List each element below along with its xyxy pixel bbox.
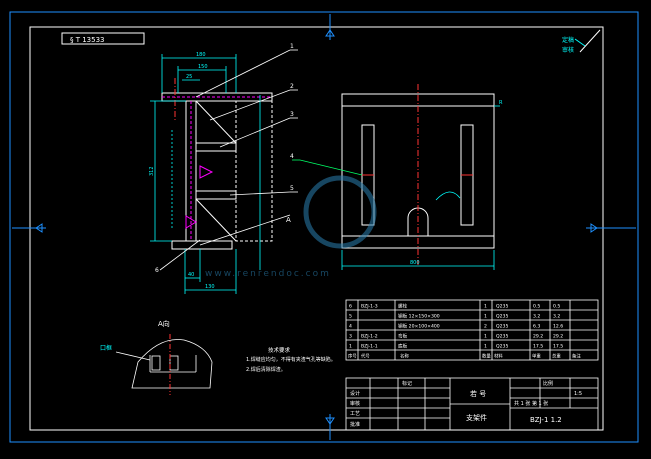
bom-header-cell: 序号: [348, 353, 357, 360]
top-left-stamp-box: [61, 32, 145, 45]
side-outline: [341, 93, 495, 249]
title-block: [345, 377, 599, 431]
bom-cell-no: 4: [349, 324, 352, 330]
dim-side-width: 800: [410, 260, 420, 266]
bom-header-cell: 备注: [572, 353, 581, 360]
title-scale: 1:5: [574, 391, 582, 397]
bom-cell-w2: 3.2: [553, 314, 560, 320]
bom-cell-qty: 2: [484, 324, 487, 330]
callout-4: 4: [290, 153, 294, 160]
front-rib-upper: [195, 142, 237, 152]
watermark: www.renrendoc.com: [205, 175, 377, 279]
bom-cell-no: 3: [349, 334, 352, 340]
bom-cell-code: BZJ-1-3: [361, 304, 378, 310]
dim-front-left-height: 312: [149, 166, 155, 176]
top-right-tag-1: 定稿: [562, 36, 574, 44]
bom-cell-material: Q235: [496, 324, 508, 330]
bom-table: [345, 299, 599, 361]
bom-cell-w1: 6.3: [533, 324, 540, 330]
dim-side-right: R: [499, 100, 503, 106]
callout-2: 2: [290, 83, 294, 90]
detail-view-label: A向: [158, 319, 170, 328]
dim-front-small: 25: [186, 74, 192, 80]
title-row-label-1: 设计: [350, 390, 360, 397]
bom-cell-no: 5: [349, 314, 352, 320]
bom-cell-w2: 29.2: [553, 334, 563, 340]
title-row-label-2: 审核: [350, 400, 360, 407]
bom-cell-w2: 12.6: [553, 324, 563, 330]
front-bottom-plate: [171, 240, 233, 250]
title-company: 若 号: [470, 389, 486, 398]
bom-cell-material: Q235: [496, 344, 508, 350]
bom-cell-qty: 1: [484, 314, 487, 320]
bom-cell-name: 螺栓: [398, 303, 408, 310]
bom-cell-code: BZJ-1-2: [361, 334, 378, 340]
bom-header-cell: 材料: [494, 353, 503, 360]
bom-header-cell: 单重: [532, 353, 541, 360]
bom-cell-w1: 0.5: [533, 304, 540, 310]
dim-front-bottom: 130: [205, 284, 215, 290]
top-left-stamp: § T 13533: [70, 36, 105, 44]
detail-callout: 口框: [100, 344, 112, 352]
callout-6: 6: [155, 267, 159, 274]
tech-notes-title: 技术要求: [268, 346, 291, 354]
section-label-a: A: [286, 216, 291, 224]
bom-cell-material: Q235: [496, 304, 508, 310]
bom-header-cell: 总重: [552, 353, 561, 360]
bom-cell-no: 1: [349, 344, 352, 350]
frame-center-marks: [12, 14, 636, 440]
bom-cell-qty: 1: [484, 304, 487, 310]
detail-callout-leader: [115, 351, 151, 361]
callout-1: 1: [290, 43, 294, 50]
title-drawing-name: 支架件: [466, 413, 487, 422]
front-weld-mark: [199, 165, 214, 179]
dim-front-top: 180: [196, 52, 206, 58]
bom-cell-name: 底板: [398, 343, 408, 350]
bom-cell-name: 钢板 20×100×400: [398, 323, 440, 330]
bom-cell-w2: 0.5: [553, 304, 560, 310]
bom-cell-w1: 29.2: [533, 334, 543, 340]
dim-front-bottom-small: 40: [188, 272, 194, 278]
front-gusset-1: [195, 100, 237, 144]
bom-cell-qty: 1: [484, 334, 487, 340]
bom-cell-name: 钢板 12×150×300: [398, 313, 440, 320]
bom-header-cell: 代号: [361, 353, 370, 360]
top-right-tag-line: [574, 38, 586, 47]
bom-cell-w1: 17.5: [533, 344, 543, 350]
bom-header-cell: 名称: [400, 353, 409, 360]
front-view: [161, 78, 273, 250]
top-right-diag: [579, 29, 601, 53]
watermark-url: www.renrendoc.com: [205, 269, 331, 279]
bom-cell-name: 弯板: [398, 333, 408, 340]
front-gusset-2: [195, 198, 237, 242]
bom-cell-material: Q235: [496, 314, 508, 320]
part-leaders: [159, 49, 298, 271]
tech-note-2: 2.焊后清除焊渣。: [246, 366, 286, 373]
bom-cell-w2: 17.5: [553, 344, 563, 350]
title-sheet: 共 1 张 第 1 张: [514, 400, 548, 407]
callout-5: 5: [290, 185, 294, 192]
outer-frame: [9, 11, 639, 443]
bom-cell-qty: 1: [484, 344, 487, 350]
inner-frame: [29, 26, 604, 431]
title-row-label-4: 批准: [350, 421, 360, 428]
title-drawing-no: BZJ-1 1.2: [530, 416, 562, 424]
callout-3: 3: [290, 111, 294, 118]
title-mark-label: 标记: [402, 380, 412, 387]
tech-note-1: 1.焊缝应均匀，不得有夹渣气孔等缺陷。: [246, 356, 336, 363]
title-scale-label: 比例: [543, 380, 553, 387]
dim-front-mid: 150: [198, 64, 208, 70]
top-right-tag-2: 审核: [562, 46, 574, 54]
title-row-label-3: 工艺: [350, 411, 360, 417]
bom-cell-w1: 3.2: [533, 314, 540, 320]
front-dimensions: [150, 54, 261, 294]
bom-cell-no: 6: [349, 304, 352, 310]
detail-view: [131, 339, 213, 389]
bom-cell-code: BZJ-1-1: [361, 344, 378, 350]
bom-cell-material: Q235: [496, 334, 508, 340]
bom-header-cell: 数量: [482, 353, 491, 360]
side-dimensions: [292, 105, 500, 270]
